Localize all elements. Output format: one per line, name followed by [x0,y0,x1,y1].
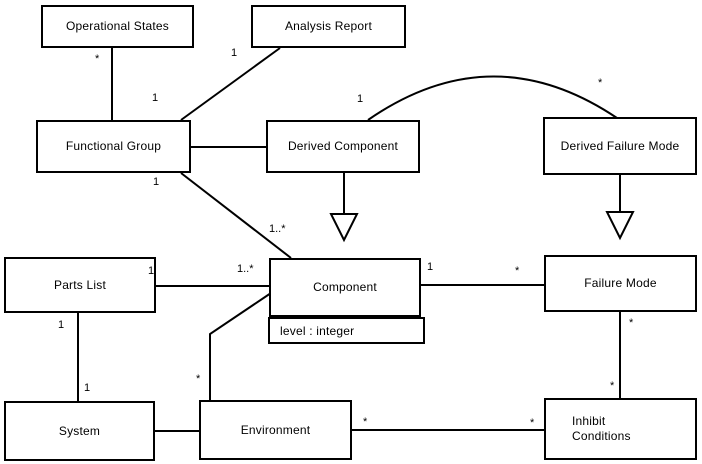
association-derived-component-derived-failure-mode [367,75,618,121]
multiplicity-failure-mode-bottom: * [629,317,634,329]
multiplicity-parts-list-right: 1 [148,265,155,277]
class-name-analysis-report: Analysis Report [284,19,373,33]
class-box-inhibit-conditions[interactable]: Inhibit Conditions [544,398,697,460]
multiplicity-operational-states-end: * [95,53,100,65]
multiplicity-component-left: 1..* [237,263,254,275]
multiplicity-analysis-report-end: 1 [231,47,238,59]
generalization-arrow-failure-mode [605,211,635,241]
class-box-analysis-report[interactable]: Analysis Report [251,5,406,48]
class-box-operational-states[interactable]: Operational States [41,5,194,48]
class-name-inhibit-conditions: Inhibit Conditions [572,414,631,443]
class-box-environment[interactable]: Environment [199,400,352,460]
class-name-parts-list: Parts List [53,277,106,292]
multiplicity-environment-top: * [196,373,201,385]
multiplicity-functional-group-bottom: 1 [153,176,160,188]
association-component-environment [209,292,272,400]
association-analysis-report-functional-group [180,47,281,121]
class-name-derived-failure-mode: Derived Failure Mode [560,138,680,153]
multiplicity-inhibit-conditions-left: * [530,417,535,429]
class-box-failure-mode[interactable]: Failure Mode [544,255,697,312]
class-box-derived-component[interactable]: Derived Component [266,120,420,173]
multiplicity-component-upper-left: 1..* [269,223,286,235]
attribute-component-level: level : integer [280,323,355,338]
class-name-component: Component [313,280,377,294]
multiplicity-system-top: 1 [84,382,91,394]
class-name-derived-component: Derived Component [287,139,399,153]
multiplicity-component-right: 1 [427,261,434,273]
class-box-parts-list[interactable]: Parts List [4,257,156,313]
class-name-system: System [58,423,101,438]
class-attribute-compartment-component[interactable]: level : integer [268,317,425,344]
class-box-functional-group[interactable]: Functional Group [36,120,191,173]
class-name-operational-states: Operational States [66,19,169,33]
multiplicity-functional-group-top: 1 [152,92,159,104]
multiplicity-arc-derived-component-end: 1 [357,93,364,105]
generalization-arrow-component [329,213,359,243]
class-box-derived-failure-mode[interactable]: Derived Failure Mode [543,117,697,175]
class-name-functional-group: Functional Group [65,139,162,153]
class-box-component[interactable]: Component [269,258,421,317]
multiplicity-environment-right: * [363,416,368,428]
class-name-failure-mode: Failure Mode [584,276,657,290]
multiplicity-failure-mode-left: * [515,265,520,277]
class-box-system[interactable]: System [4,401,155,461]
multiplicity-parts-list-bottom: 1 [58,319,65,331]
multiplicity-inhibit-conditions-top: * [610,380,615,392]
association-functional-group-component [180,172,292,259]
multiplicity-arc-derived-failure-mode-end: * [598,77,603,89]
class-name-environment: Environment [240,422,311,437]
